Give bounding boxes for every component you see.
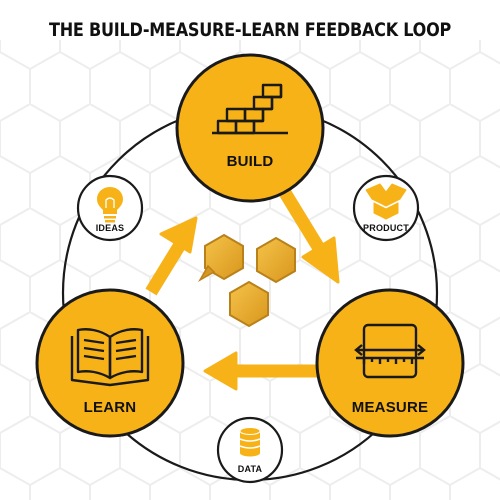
arrow-learn-to-build bbox=[145, 216, 198, 296]
lightbulb-icon bbox=[97, 187, 123, 223]
stage-build: BUILD bbox=[175, 53, 325, 203]
hexagon-icon bbox=[256, 236, 296, 284]
ideas-label: IDEAS bbox=[96, 223, 125, 233]
stage-measure: MEASURE bbox=[315, 288, 465, 438]
measure-label: MEASURE bbox=[352, 399, 428, 416]
hexagon-icon bbox=[229, 280, 269, 328]
database-icon bbox=[239, 427, 261, 457]
artifact-data: DATA bbox=[216, 416, 284, 484]
center-hexagons bbox=[197, 233, 296, 328]
artifact-product: PRODUCT bbox=[352, 174, 420, 242]
brick-wall-icon bbox=[212, 83, 288, 135]
diagram-title: THE BUILD-MEASURE-LEARN FEEDBACK LOOP bbox=[49, 19, 451, 41]
learn-label: LEARN bbox=[84, 399, 137, 416]
stage-learn: LEARN bbox=[35, 288, 185, 438]
open-box-icon bbox=[365, 183, 407, 220]
ruler-measure-icon bbox=[354, 323, 426, 379]
product-label: PRODUCT bbox=[363, 223, 409, 233]
build-label: BUILD bbox=[227, 153, 274, 170]
open-book-icon bbox=[70, 328, 150, 387]
arrow-measure-to-learn bbox=[203, 351, 330, 391]
artifact-ideas: IDEAS bbox=[76, 174, 144, 242]
data-label: DATA bbox=[238, 464, 263, 474]
hexagon-speech-icon bbox=[197, 233, 244, 283]
